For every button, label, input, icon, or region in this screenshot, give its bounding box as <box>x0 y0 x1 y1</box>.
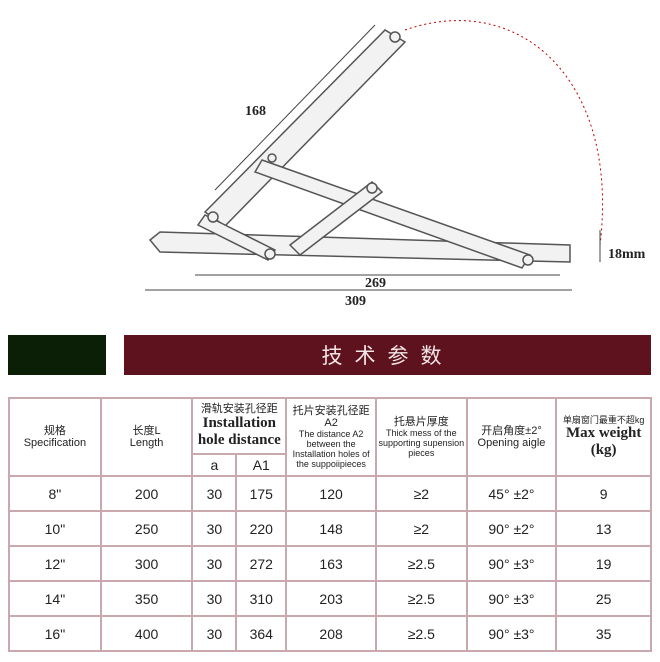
cell-a2: 120 <box>285 475 377 512</box>
cell-opening-angle: 90° ±3° <box>465 545 558 582</box>
cell-a1: 220 <box>235 510 288 547</box>
header-a1: A1 <box>235 453 288 477</box>
opening-arc <box>404 20 604 246</box>
cell-length: 300 <box>99 545 194 582</box>
cell-thickness: ≥2.5 <box>374 545 468 582</box>
dim-total: 309 <box>345 294 366 309</box>
dim-inner: 269 <box>365 276 386 291</box>
cell-spec: 16" <box>8 615 102 652</box>
cell-length: 400 <box>99 615 194 652</box>
green-block <box>8 335 106 375</box>
cell-a2: 208 <box>285 615 377 652</box>
cell-a1: 272 <box>235 545 288 582</box>
cell-a: 30 <box>191 615 238 652</box>
cell-spec: 10" <box>8 510 102 547</box>
cell-opening-angle: 90° ±2° <box>465 510 558 547</box>
cell-max-weight: 19 <box>555 545 652 582</box>
cell-spec: 12" <box>8 545 102 582</box>
cell-a: 30 <box>191 545 238 582</box>
dim-arm-length: 168 <box>245 104 266 119</box>
header-a: a <box>191 453 238 477</box>
cell-max-weight: 25 <box>555 580 652 617</box>
cell-length: 250 <box>99 510 194 547</box>
cell-a2: 163 <box>285 545 377 582</box>
cell-a1: 175 <box>235 475 288 512</box>
cell-a: 30 <box>191 475 238 512</box>
cell-spec: 14" <box>8 580 102 617</box>
cell-a2: 148 <box>285 510 377 547</box>
cell-a1: 364 <box>235 615 288 652</box>
cell-thickness: ≥2.5 <box>374 615 468 652</box>
cell-thickness: ≥2 <box>374 475 468 512</box>
cell-a: 30 <box>191 510 238 547</box>
cell-opening-angle: 45° ±2° <box>465 475 558 512</box>
dim-height: 18mm <box>608 247 646 262</box>
cell-opening-angle: 90° ±3° <box>465 615 558 652</box>
cell-length: 350 <box>99 580 194 617</box>
cell-thickness: ≥2.5 <box>374 580 468 617</box>
cell-a1: 310 <box>235 580 288 617</box>
cell-a: 30 <box>191 580 238 617</box>
cell-max-weight: 9 <box>555 475 652 512</box>
cell-length: 200 <box>99 475 194 512</box>
header-opening: 开启角度±2°Opening aigle <box>465 397 558 477</box>
link-arm <box>196 214 277 261</box>
cell-opening-angle: 90° ±3° <box>465 580 558 617</box>
cell-max-weight: 13 <box>555 510 652 547</box>
cell-a2: 203 <box>285 580 377 617</box>
link-arm-2 <box>288 181 384 256</box>
cell-spec: 8" <box>8 475 102 512</box>
section-banner: 技术参数 <box>124 335 651 375</box>
support-arm <box>253 159 532 269</box>
cell-thickness: ≥2 <box>374 510 468 547</box>
cell-max-weight: 35 <box>555 615 652 652</box>
hinge-diagram: 168 18mm 269 309 <box>145 20 646 309</box>
